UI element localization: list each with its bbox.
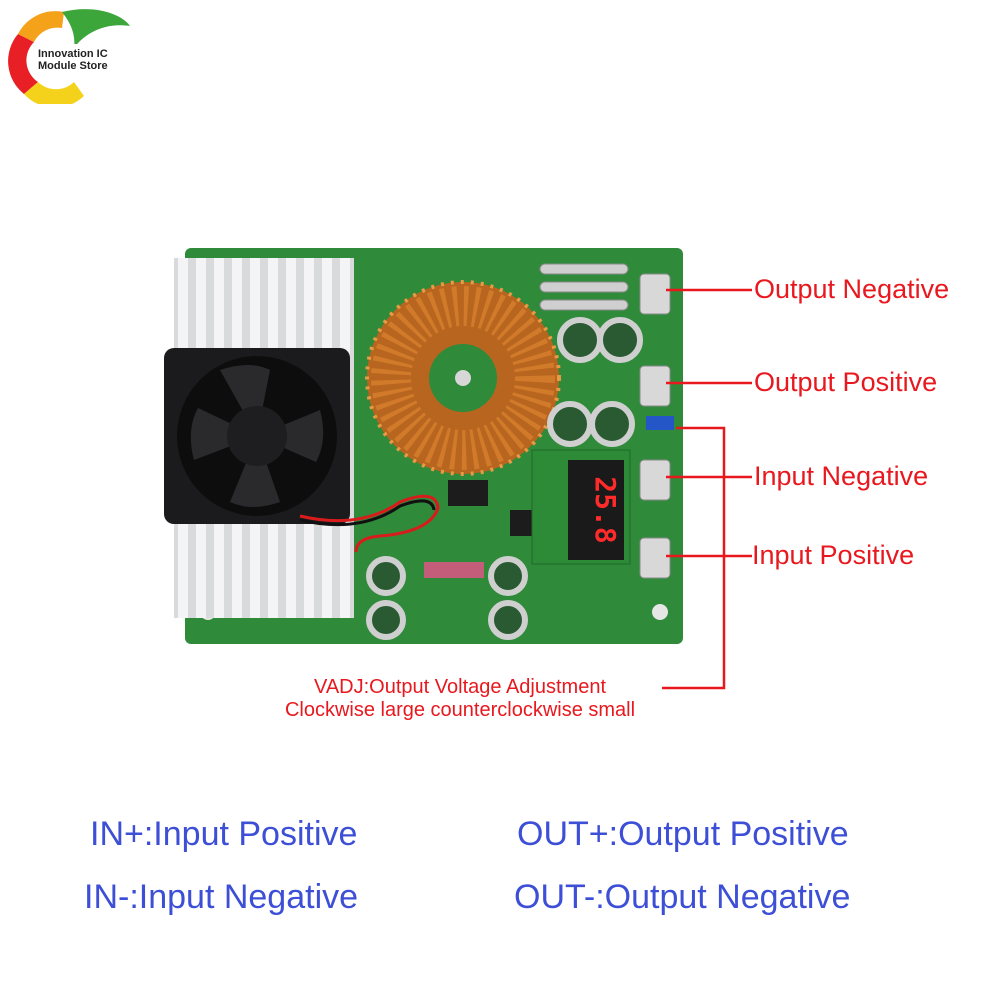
legend-in-plus: IN+:Input Positive [90, 815, 358, 853]
callout-input-positive: Input Positive [752, 540, 915, 570]
callout-input-negative: Input Negative [754, 461, 929, 491]
capacitors [366, 317, 643, 640]
callout-output-negative: Output Negative [754, 274, 950, 304]
converter-board-photo: 25.8 [160, 240, 720, 660]
vadj-note-line2: Clockwise large counterclockwise small [284, 699, 636, 721]
logo-mark [8, 9, 130, 108]
cooling-fan [164, 348, 350, 524]
legend-out-minus: OUT-:Output Negative [514, 878, 851, 916]
shunt-resistors [539, 263, 629, 311]
store-logo: Innovation IC Module Store [4, 4, 136, 108]
legend-out-plus: OUT+:Output Positive [517, 815, 849, 853]
display-reading: 25.8 [589, 476, 622, 543]
vadj-note-line1: VADJ:Output Voltage Adjustment [313, 676, 607, 698]
logo-text-line1: Innovation IC [38, 48, 108, 60]
vadj-note: VADJ:Output Voltage Adjustment Clockwise… [240, 676, 680, 722]
vadj-potentiometer [646, 416, 674, 430]
toroid-inductor [365, 280, 561, 476]
logo-text-line2: Module Store [38, 60, 108, 72]
voltage-display: 25.8 [531, 449, 631, 565]
legend-in-minus: IN-:Input Negative [84, 878, 359, 916]
callout-output-positive: Output Positive [754, 367, 938, 397]
